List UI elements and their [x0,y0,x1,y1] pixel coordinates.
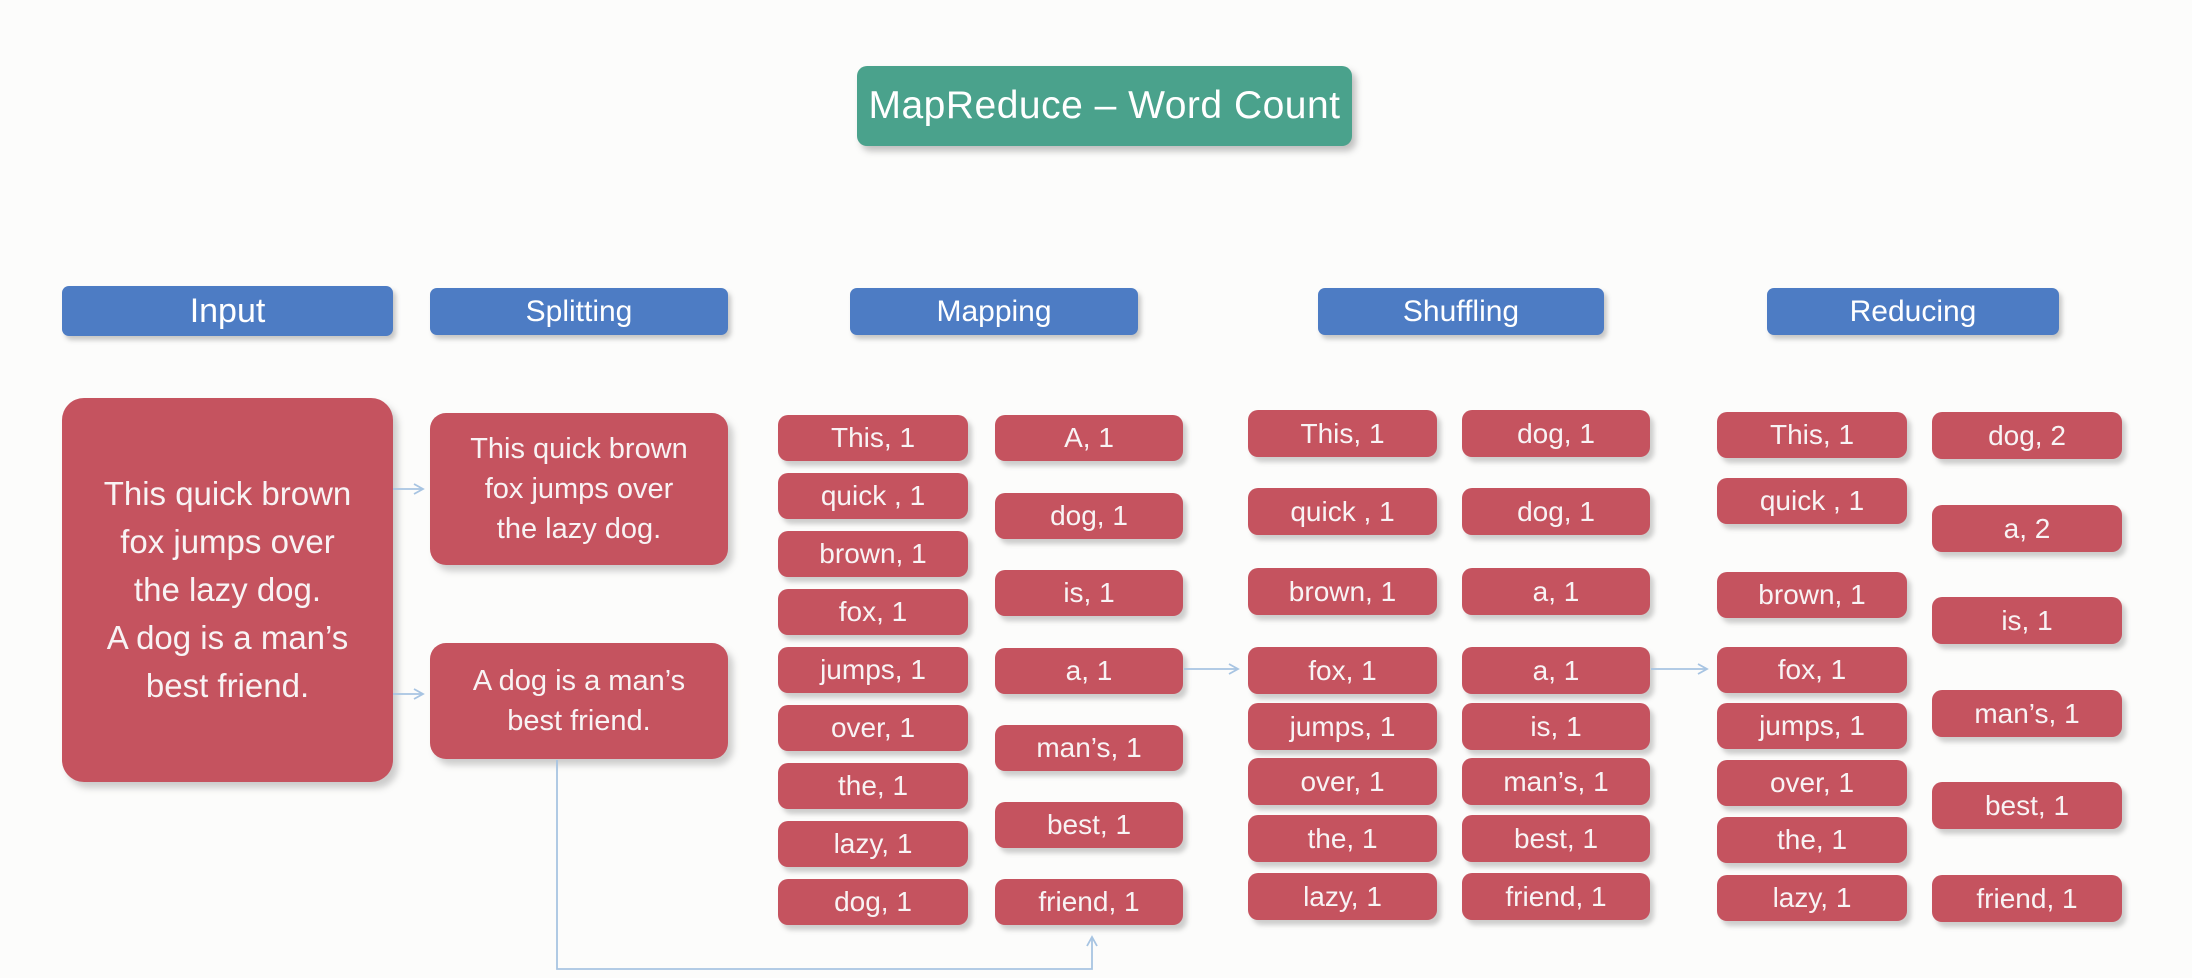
mapping-right-pill: best, 1 [995,802,1183,848]
mapping-left-pill: over, 1 [778,705,968,751]
mapping-left-pill: the, 1 [778,763,968,809]
reducing-left-pill: quick , 1 [1717,478,1907,524]
mapping-left-pill: This, 1 [778,415,968,461]
mapping-left-pill: brown, 1 [778,531,968,577]
mapping-right-pill: friend, 1 [995,879,1183,925]
mapping-right-pill: man’s, 1 [995,725,1183,771]
stage-header-reducing: Reducing [1767,288,2059,335]
reducing-right-pill: man’s, 1 [1932,690,2122,737]
shuffling-left-pill: brown, 1 [1248,568,1437,615]
reducing-left-pill: lazy, 1 [1717,875,1907,921]
diagram-title: MapReduce – Word Count [857,66,1352,146]
reducing-left-pill: the, 1 [1717,817,1907,863]
shuffling-right-pill: a, 1 [1462,647,1650,694]
shuffling-right-pill: dog, 1 [1462,410,1650,457]
shuffling-left-pill: lazy, 1 [1248,873,1437,920]
shuffling-left-pill: This, 1 [1248,410,1437,457]
mapping-left-pill: dog, 1 [778,879,968,925]
shuffling-left-pill: fox, 1 [1248,647,1437,694]
stage-header-mapping: Mapping [850,288,1138,335]
reducing-left-pill: This, 1 [1717,412,1907,458]
reducing-left-pill: over, 1 [1717,760,1907,806]
shuffling-left-pill: jumps, 1 [1248,703,1437,750]
stage-header-shuffling: Shuffling [1318,288,1604,335]
stage-header-splitting: Splitting [430,288,728,335]
shuffling-right-pill: dog, 1 [1462,488,1650,535]
mapping-right-pill: A, 1 [995,415,1183,461]
mapping-left-pill: jumps, 1 [778,647,968,693]
reducing-right-pill: best, 1 [1932,782,2122,829]
split-box-1: This quick brown fox jumps over the lazy… [430,413,728,565]
shuffling-right-pill: best, 1 [1462,815,1650,862]
shuffling-left-pill: over, 1 [1248,758,1437,805]
shuffling-right-pill: friend, 1 [1462,873,1650,920]
input-document-box: This quick brown fox jumps over the lazy… [62,398,393,782]
reducing-right-pill: is, 1 [1932,597,2122,644]
shuffling-left-pill: the, 1 [1248,815,1437,862]
reducing-right-pill: friend, 1 [1932,875,2122,922]
mapping-right-pill: a, 1 [995,648,1183,694]
reducing-left-pill: brown, 1 [1717,572,1907,618]
shuffling-right-pill: man’s, 1 [1462,758,1650,805]
mapping-right-pill: is, 1 [995,570,1183,616]
shuffling-left-pill: quick , 1 [1248,488,1437,535]
mapping-left-pill: quick , 1 [778,473,968,519]
shuffling-right-pill: a, 1 [1462,568,1650,615]
split-box-2: A dog is a man’s best friend. [430,643,728,759]
mapping-left-pill: fox, 1 [778,589,968,635]
shuffling-right-pill: is, 1 [1462,703,1650,750]
reducing-left-pill: jumps, 1 [1717,703,1907,749]
mapping-right-pill: dog, 1 [995,493,1183,539]
mapping-left-pill: lazy, 1 [778,821,968,867]
stage-header-input: Input [62,286,393,336]
reducing-right-pill: dog, 2 [1932,412,2122,459]
reducing-right-pill: a, 2 [1932,505,2122,552]
reducing-left-pill: fox, 1 [1717,647,1907,693]
